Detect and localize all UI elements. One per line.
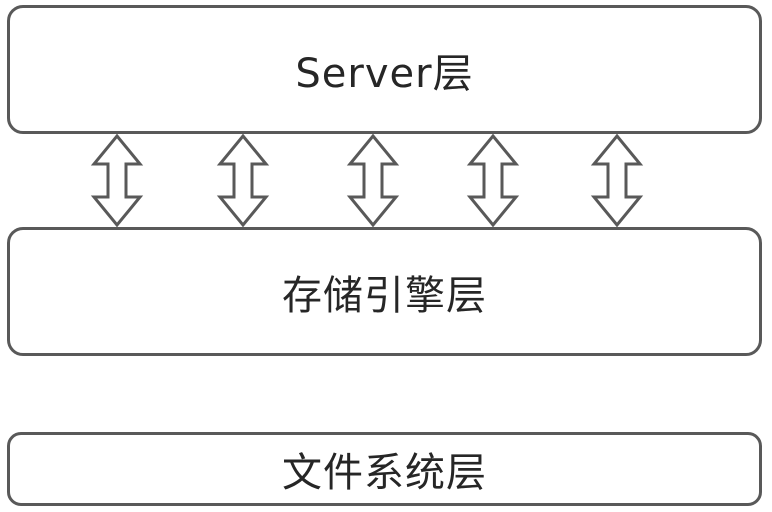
double-arrow-5	[590, 134, 644, 227]
server-layer-box: Server层	[7, 5, 762, 134]
storage-engine-layer-label: 存储引擎层	[282, 272, 487, 319]
file-system-layer-box: 文件系统层	[7, 432, 762, 506]
double-arrow-1	[90, 134, 144, 227]
double-arrow-4	[466, 134, 520, 227]
storage-engine-layer-box: 存储引擎层	[7, 227, 762, 356]
file-system-layer-label: 文件系统层	[282, 450, 487, 496]
bidirectional-arrows	[90, 134, 644, 227]
double-arrow-2	[216, 134, 270, 227]
double-arrow-3	[346, 134, 400, 227]
server-layer-label: Server层	[295, 50, 474, 97]
